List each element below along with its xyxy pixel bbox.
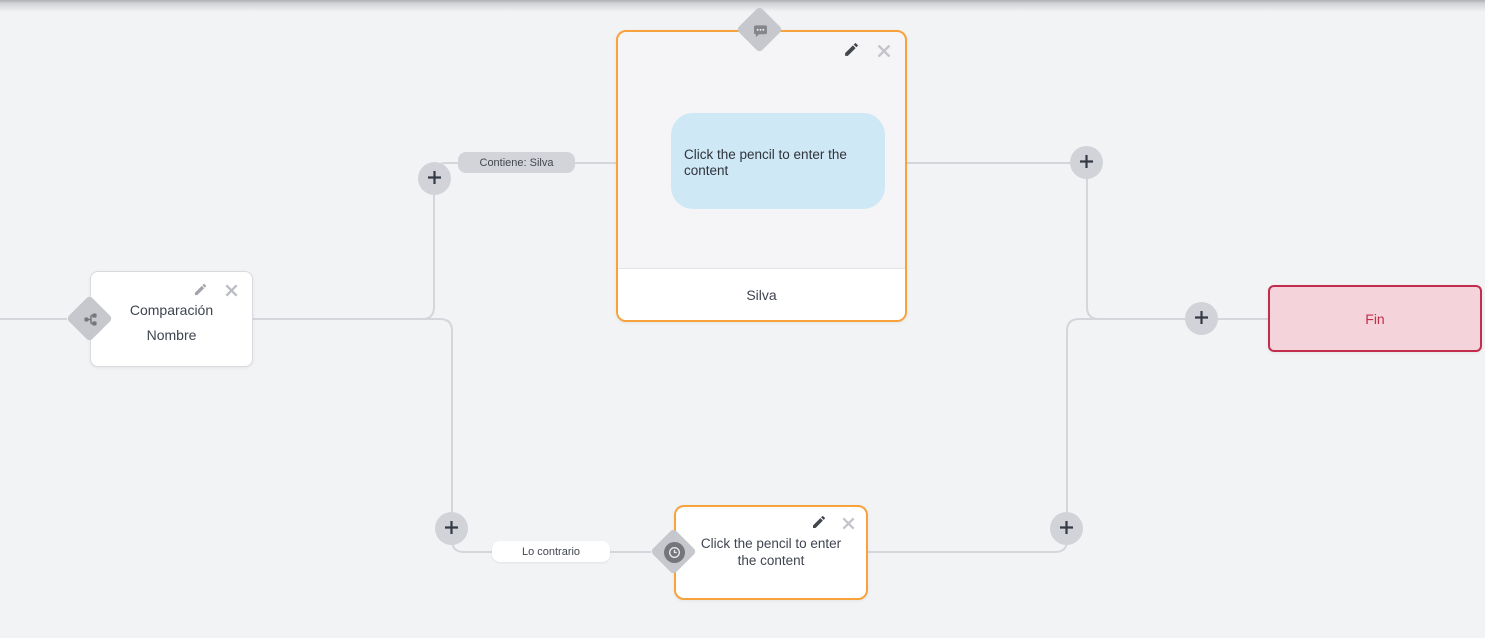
add-block-button[interactable] [1050, 512, 1083, 545]
plus-icon [426, 169, 443, 189]
condition-port-handle[interactable] [66, 295, 114, 343]
pencil-icon [843, 41, 860, 61]
plus-icon [1193, 309, 1210, 329]
message-icon [751, 21, 770, 40]
condition-node[interactable]: Comparación Nombre [90, 271, 253, 367]
end-node[interactable]: Fin [1268, 285, 1482, 352]
wire-action-to-end [868, 318, 1140, 553]
add-block-button[interactable] [418, 162, 451, 195]
branch-icon [82, 311, 99, 328]
action-node-placeholder: Click the pencil to enter the content [700, 536, 842, 568]
wire-message-to-end [907, 162, 1268, 320]
edit-node-button[interactable] [843, 42, 860, 59]
add-block-button[interactable] [1185, 302, 1218, 335]
plus-icon [443, 519, 460, 539]
action-port-handle[interactable] [650, 528, 698, 576]
edge-label-otherwise: Lo contrario [492, 541, 610, 562]
condition-node-title: Comparación Nombre [129, 302, 214, 343]
edit-node-button[interactable] [192, 282, 209, 299]
message-bubble-text: Click the pencil to enter the content [684, 147, 847, 178]
close-icon[interactable] [840, 515, 857, 532]
message-node-name: Silva [746, 286, 777, 303]
edit-node-button[interactable] [810, 515, 827, 532]
plus-icon [1058, 519, 1075, 539]
plus-icon [1078, 153, 1095, 173]
message-bubble: Click the pencil to enter the content [671, 113, 885, 209]
pencil-icon [811, 514, 827, 533]
add-block-button[interactable] [435, 512, 468, 545]
action-node[interactable]: Click the pencil to enter the content [674, 505, 868, 600]
add-block-button[interactable] [1070, 146, 1103, 179]
end-node-label: Fin [1365, 310, 1385, 327]
message-node-footer: Silva [618, 268, 905, 320]
message-node[interactable]: Click the pencil to enter the content Si… [616, 30, 907, 322]
close-icon[interactable] [223, 282, 240, 299]
wire-condition-to-action [253, 318, 651, 553]
message-port-handle[interactable] [736, 6, 784, 54]
edge-label-match: Contiene: Silva [458, 152, 575, 173]
close-icon[interactable] [875, 42, 892, 59]
pencil-icon [193, 282, 208, 300]
clock-icon [663, 541, 685, 563]
